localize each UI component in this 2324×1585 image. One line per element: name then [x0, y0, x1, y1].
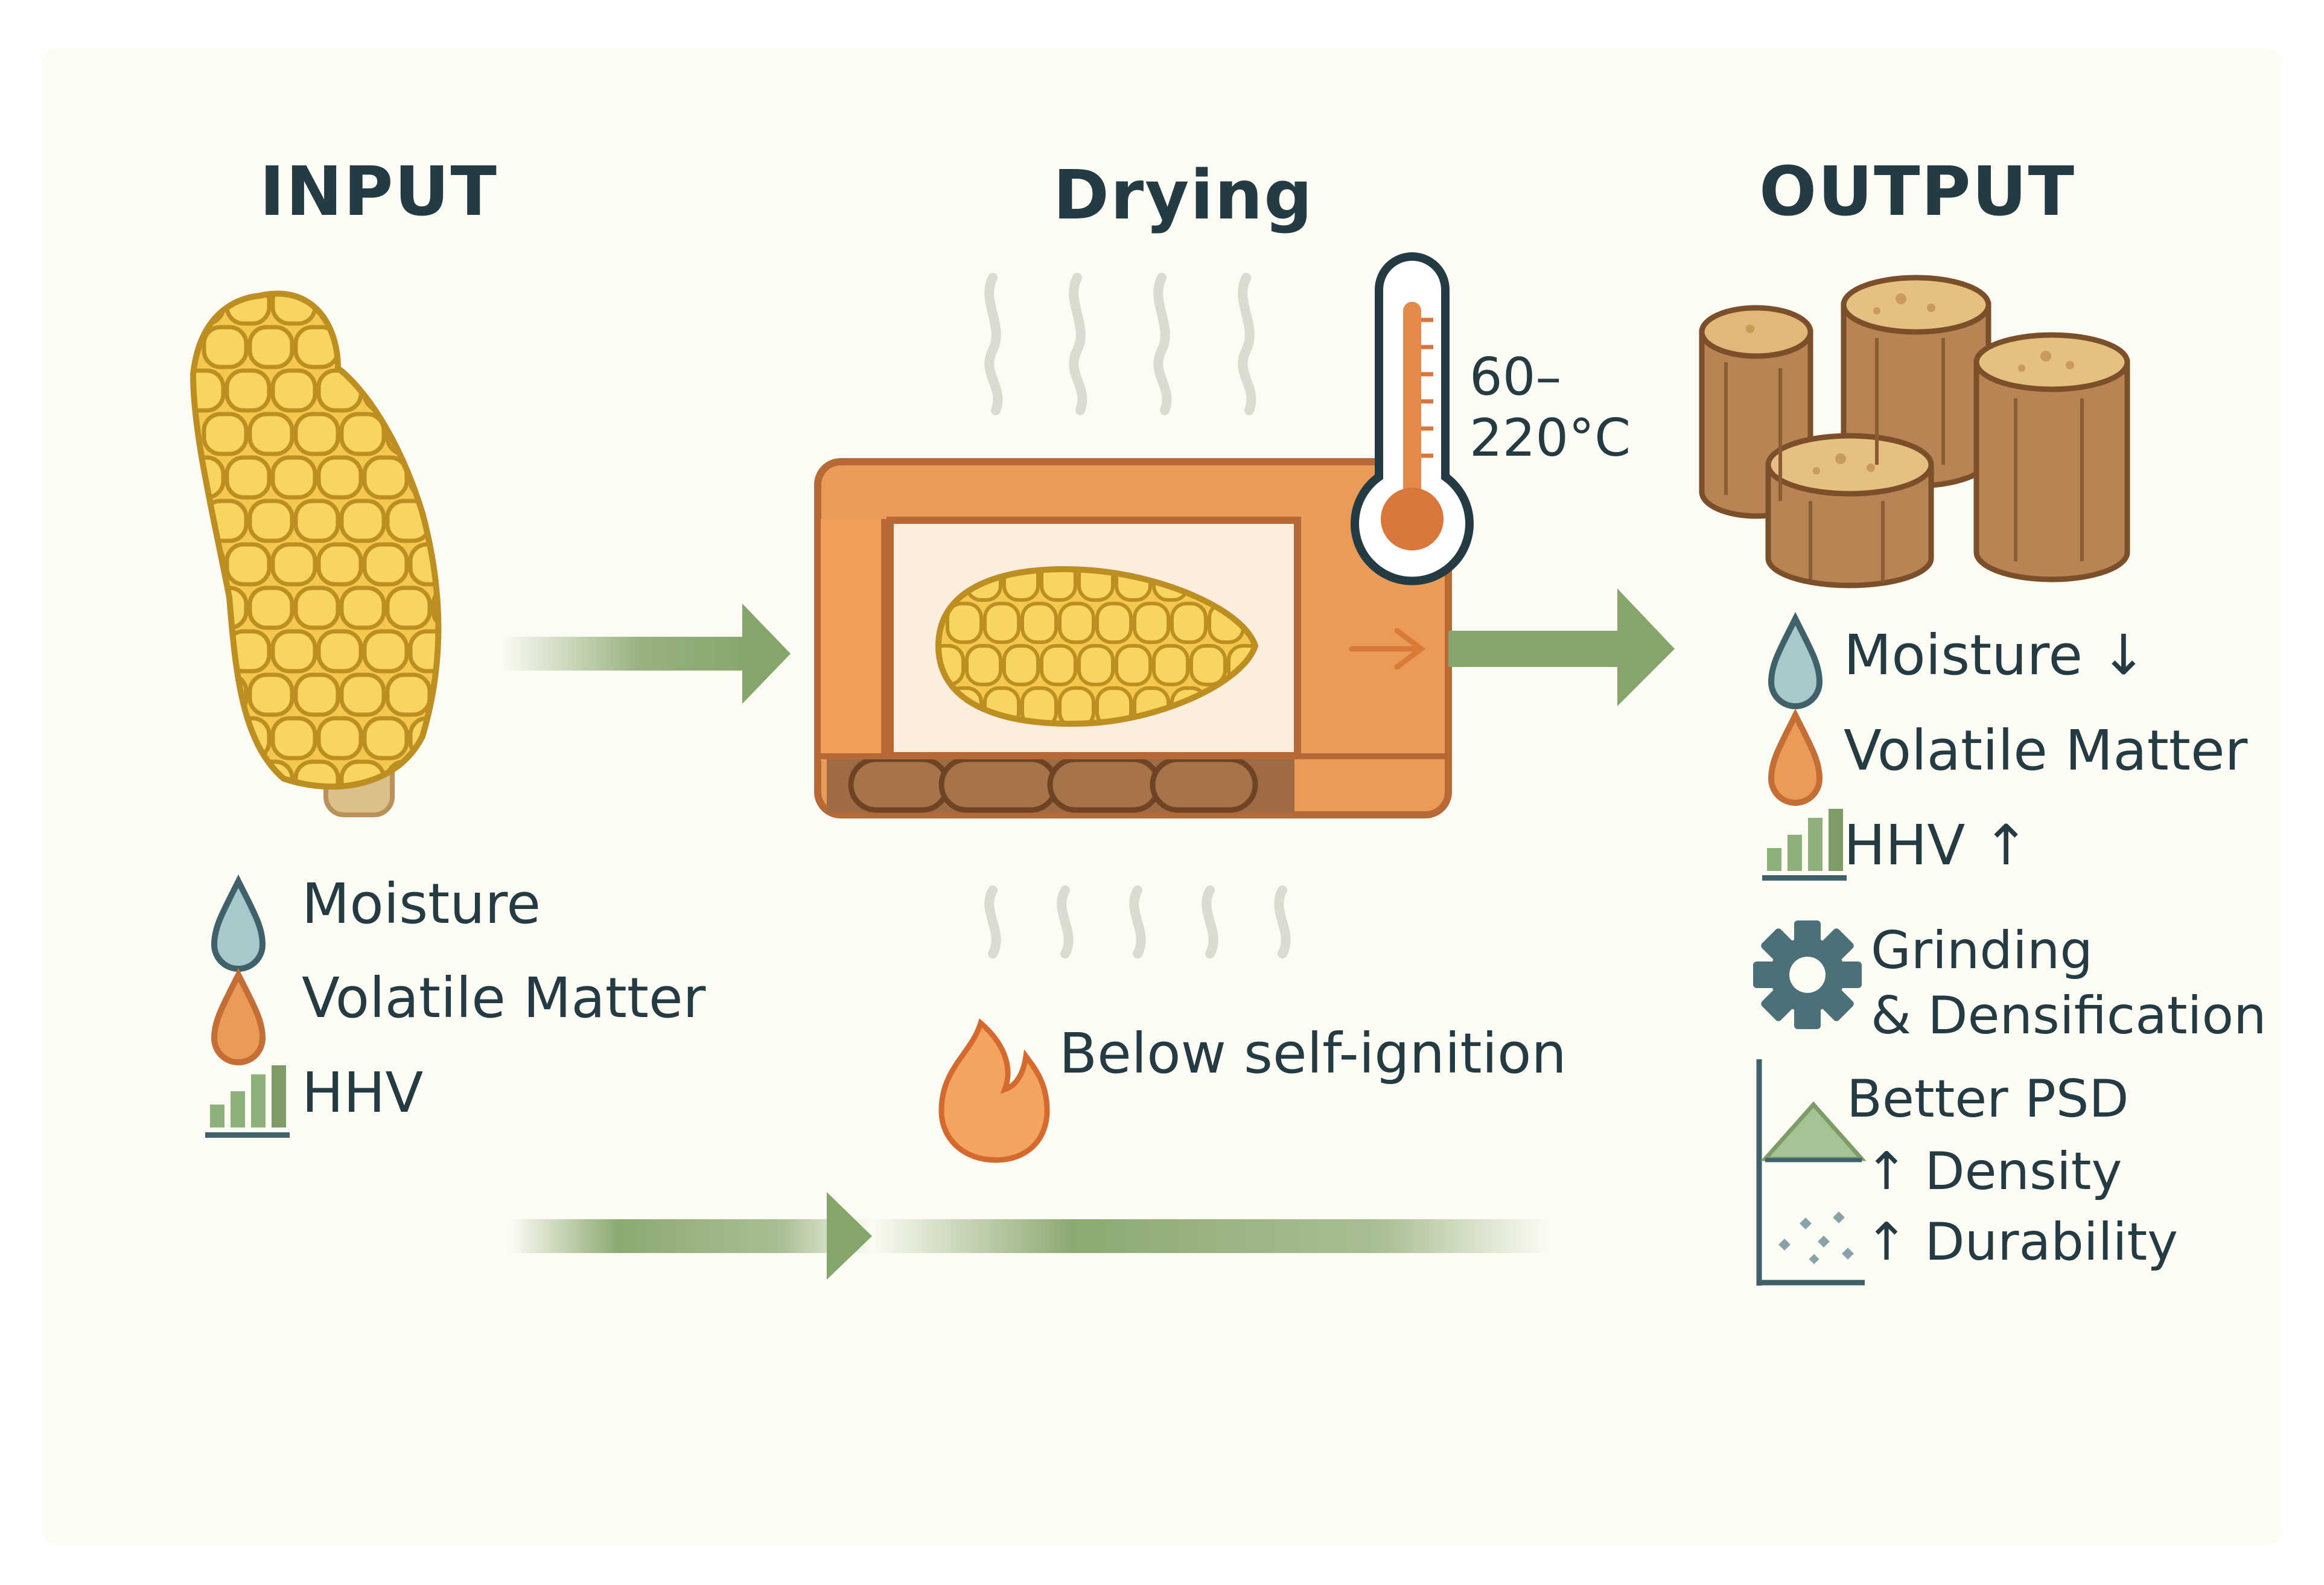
corn-kernel: [1002, 644, 1040, 686]
corn-kernel: [362, 629, 409, 674]
densification-label: & Densification: [1871, 986, 2267, 1046]
corn-kernel: [431, 585, 439, 630]
corn-kernel: [1189, 644, 1227, 686]
corn-kernel: [193, 368, 226, 413]
durability-row: ↑ Durability: [1865, 1216, 2178, 1268]
steam-bottom: [984, 885, 1291, 958]
corn-kernel: [202, 412, 249, 456]
corn-kernel: [316, 716, 363, 761]
corn-kernel: [270, 716, 317, 761]
corn-kernel: [946, 602, 983, 644]
up-arrow-icon: ↑: [1982, 813, 2030, 878]
down-arrow-icon: ↓: [2100, 623, 2147, 687]
input-heading: INPUT: [259, 153, 498, 231]
corn-kernel: [247, 672, 294, 717]
steam-top: [984, 273, 1256, 415]
output-heading: OUTPUT: [1759, 153, 2075, 231]
corn-kernel: [316, 542, 363, 587]
temperature-line-1: 60–: [1469, 347, 1562, 407]
corn-kernel: [224, 368, 272, 413]
corn-kernel: [293, 499, 340, 543]
pellets-icon: [1699, 275, 2130, 588]
volatile-drop-icon: [211, 968, 266, 1065]
psd-chart-icon: [1756, 1059, 1867, 1286]
output-volatile-label: Volatile Matter: [1844, 718, 2248, 783]
corn-kernel: [1152, 644, 1189, 686]
bar-chart-icon: [1762, 809, 1847, 881]
corn-kernel: [202, 325, 249, 369]
corn-kernel: [247, 412, 294, 456]
volatile-drop-icon: [1768, 708, 1823, 806]
corn-kernel: [224, 455, 272, 500]
corn-kernel: [270, 629, 317, 674]
corn-kernel: [385, 672, 432, 717]
corn-kernel: [1095, 602, 1133, 644]
corn-kernel: [293, 585, 340, 630]
corn-kernel: [270, 455, 317, 500]
corn-kernel: [983, 602, 1020, 644]
corn-kernel: [362, 455, 409, 500]
output-arrow: [1448, 588, 1675, 706]
corn-kernel: [339, 499, 386, 543]
corn-kernel: [1020, 602, 1058, 644]
corn-kernel: [965, 644, 1002, 686]
corn-kernel: [224, 542, 272, 587]
gear-icon: [1753, 920, 1862, 1029]
durability-label: Durability: [1924, 1212, 2179, 1272]
flame-icon: [938, 1018, 1050, 1163]
up-arrow-icon: ↑: [1865, 1212, 1909, 1272]
corn-kernel: [408, 629, 439, 674]
corn-kernel: [293, 412, 340, 456]
density-row: ↑ Density: [1865, 1146, 2122, 1198]
corn-kernel: [316, 455, 363, 500]
output-moisture-row: Moisture ↓: [1844, 628, 2147, 683]
input-volatile-label: Volatile Matter: [302, 966, 706, 1030]
corn-kernel: [316, 629, 363, 674]
corn-kernel: [247, 499, 294, 543]
output-moisture-label: Moisture: [1844, 623, 2083, 687]
corn-kernel: [339, 412, 386, 456]
self-ignition-label: Below self-ignition: [1059, 1021, 1567, 1086]
up-arrow-icon: ↑: [1865, 1141, 1909, 1202]
water-drop-icon: [1768, 611, 1823, 709]
corn-kernel: [339, 672, 386, 717]
bottom-arrow: [510, 1192, 1551, 1280]
corn-kernel: [385, 585, 432, 630]
temperature-range: 60– 220°C: [1469, 347, 1631, 470]
corn-kernel: [339, 585, 386, 630]
output-hhv-label: HHV: [1844, 813, 1966, 878]
corn-kernel: [247, 325, 294, 369]
drying-heading: Drying: [1053, 156, 1314, 235]
temperature-line-2: 220°C: [1469, 408, 1631, 469]
conveyor-direction-icon: [1349, 628, 1426, 670]
corn-kernel: [1040, 644, 1077, 686]
output-hhv-row: HHV ↑: [1844, 818, 2030, 873]
corn-kernel: [1058, 686, 1095, 724]
psd-label: Better PSD: [1847, 1069, 2129, 1129]
bar-chart-icon: [205, 1065, 290, 1138]
density-label: Density: [1924, 1141, 2122, 1202]
corn-cob-icon: [935, 566, 1259, 727]
corn-kernel: [270, 368, 317, 413]
corn-kernel: [270, 542, 317, 587]
corn-kernel: [1170, 602, 1208, 644]
corn-kernel: [1133, 602, 1170, 644]
corn-kernel: [1077, 644, 1115, 686]
corn-kernel: [293, 672, 340, 717]
corn-kernel: [362, 716, 409, 761]
thermometer-icon: [1351, 252, 1474, 585]
corn-kernel: [1115, 644, 1152, 686]
corn-kernel: [247, 585, 294, 630]
corn-kernel: [362, 542, 409, 587]
corn-kernel: [1058, 602, 1095, 644]
input-moisture-label: Moisture: [302, 872, 541, 936]
input-hhv-label: HHV: [302, 1060, 424, 1125]
grinding-label: Grinding: [1871, 920, 2093, 981]
corn-kernel: [1020, 686, 1058, 724]
input-arrow: [501, 604, 791, 704]
